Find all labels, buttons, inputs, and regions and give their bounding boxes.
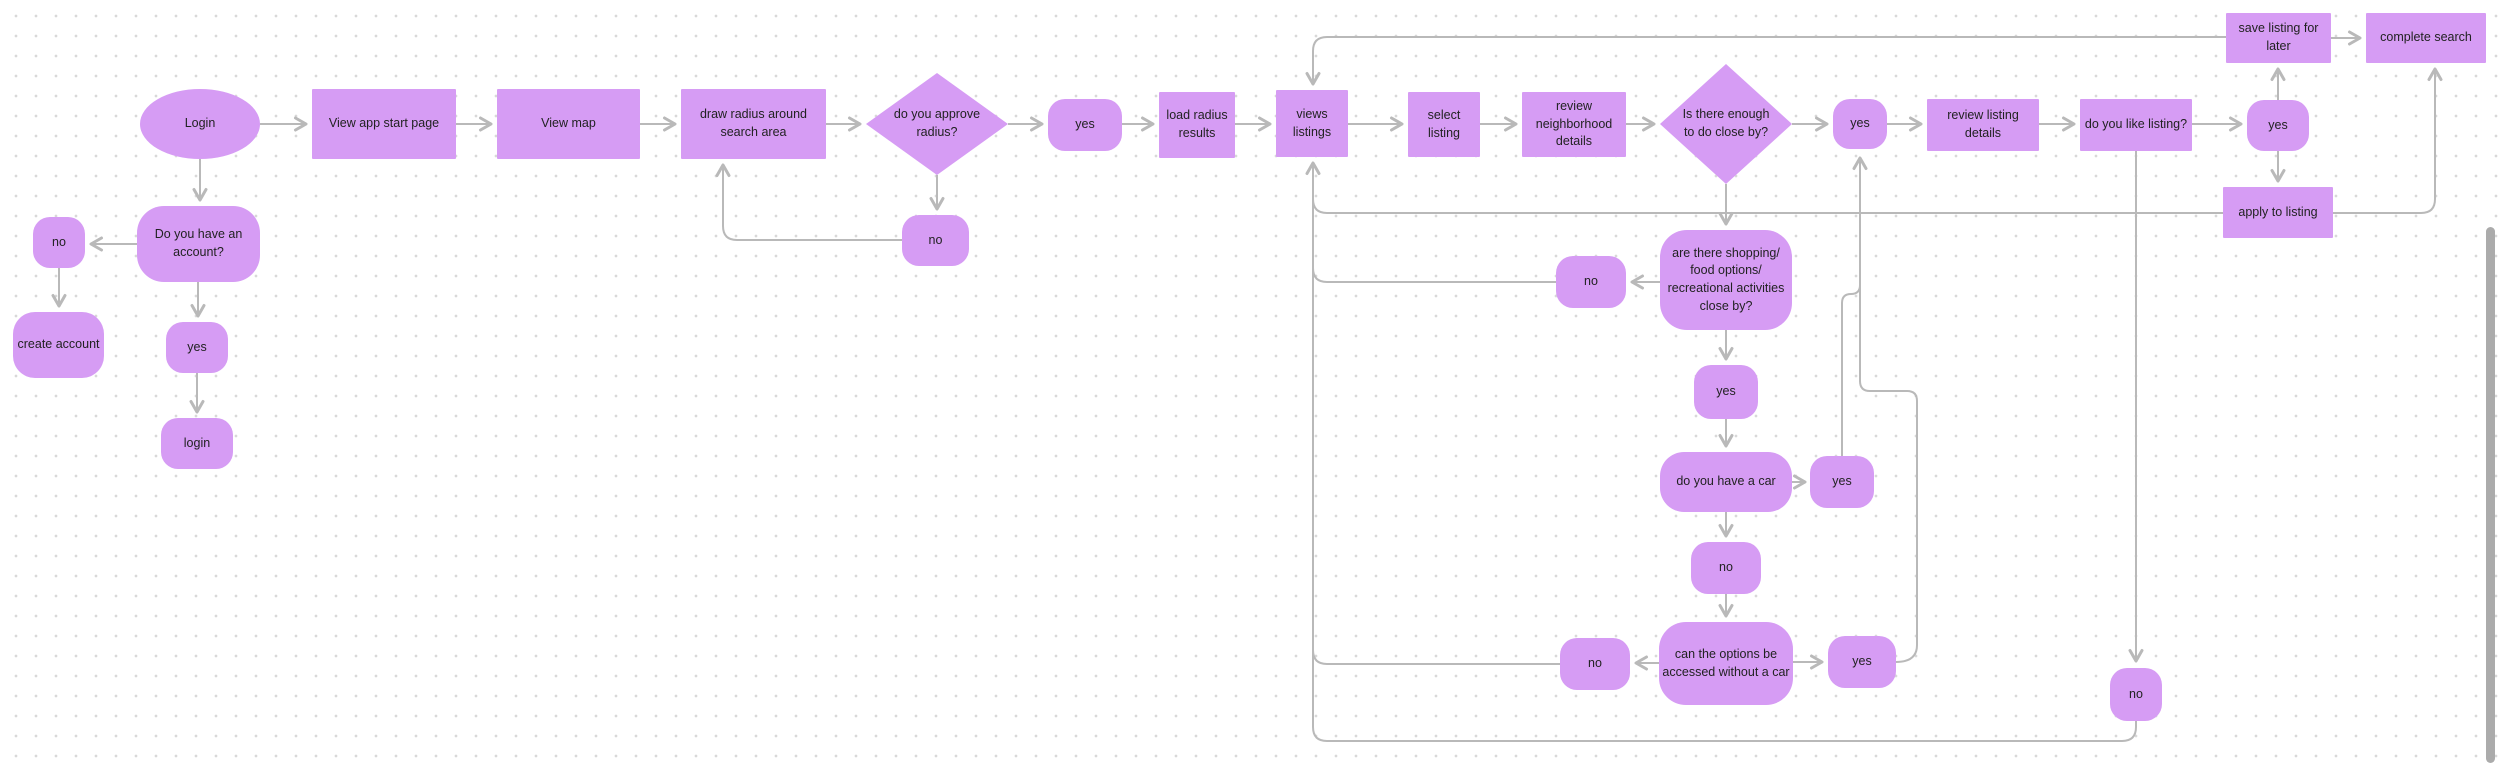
- node-have-account[interactable]: Do you have an account?: [137, 206, 260, 282]
- node-draw-radius[interactable]: draw radius around search area: [681, 89, 826, 159]
- connector-caraccessyes-up-yes[interactable]: [1852, 156, 1918, 663]
- node-review-listing-details[interactable]: review listing details: [1927, 99, 2039, 151]
- node-like-yes[interactable]: yes: [2247, 100, 2309, 151]
- node-have-account-no[interactable]: no: [33, 217, 85, 268]
- node-view-app-start-page[interactable]: View app start page: [312, 89, 456, 159]
- node-car-access-yes[interactable]: yes: [1828, 636, 1896, 688]
- node-review-neighborhood[interactable]: review neighborhood details: [1522, 92, 1626, 157]
- node-views-listings[interactable]: views listings: [1276, 90, 1348, 157]
- node-enough-yes[interactable]: yes: [1833, 99, 1887, 149]
- node-have-car-no[interactable]: no: [1691, 542, 1761, 594]
- node-save-listing-for-later[interactable]: save listing for later: [2226, 13, 2331, 63]
- node-like-no[interactable]: no: [2110, 668, 2162, 721]
- node-login-start[interactable]: Login: [140, 89, 260, 159]
- node-create-account[interactable]: create account: [13, 312, 104, 378]
- node-do-you-like-listing[interactable]: do you like listing?: [2080, 99, 2192, 151]
- node-select-listing[interactable]: select listing: [1408, 92, 1480, 157]
- node-car-access[interactable]: can the options be accessed without a ca…: [1659, 622, 1793, 705]
- node-load-radius-results[interactable]: load radius results: [1159, 92, 1235, 158]
- connector-savelisting-viewslistings-loop[interactable]: [1305, 36, 2226, 86]
- node-have-account-yes[interactable]: yes: [166, 322, 228, 373]
- connector-trunk-return-viewslistings[interactable]: [1305, 161, 2137, 742]
- node-approve-radius-no[interactable]: no: [902, 215, 969, 266]
- node-login-action[interactable]: login: [161, 418, 233, 469]
- node-shopping-yes[interactable]: yes: [1694, 365, 1758, 419]
- node-apply-to-listing[interactable]: apply to listing: [2223, 187, 2333, 238]
- connector-no-drawradius-loop[interactable]: [715, 163, 902, 241]
- node-view-map[interactable]: View map: [497, 89, 640, 159]
- connector-shoppingno-return[interactable]: [1312, 263, 1556, 283]
- node-shopping-no[interactable]: no: [1556, 256, 1626, 308]
- node-complete-search[interactable]: complete search: [2366, 13, 2486, 63]
- node-have-car-yes[interactable]: yes: [1810, 456, 1874, 508]
- node-shopping-options[interactable]: are there shopping/ food options/ recrea…: [1660, 230, 1792, 330]
- node-have-car[interactable]: do you have a car: [1660, 452, 1792, 512]
- connector-applylisting-return[interactable]: [1312, 194, 2223, 214]
- vertical-scrollbar-thumb[interactable]: [2486, 227, 2495, 763]
- node-approve-radius-yes[interactable]: yes: [1048, 99, 1122, 151]
- connector-applylisting-completesearch[interactable]: [2333, 67, 2443, 214]
- connector-havecaryes-up-merge[interactable]: [1841, 278, 1861, 456]
- node-car-access-no[interactable]: no: [1560, 638, 1630, 690]
- connector-caraccessno-return[interactable]: [1312, 645, 1560, 665]
